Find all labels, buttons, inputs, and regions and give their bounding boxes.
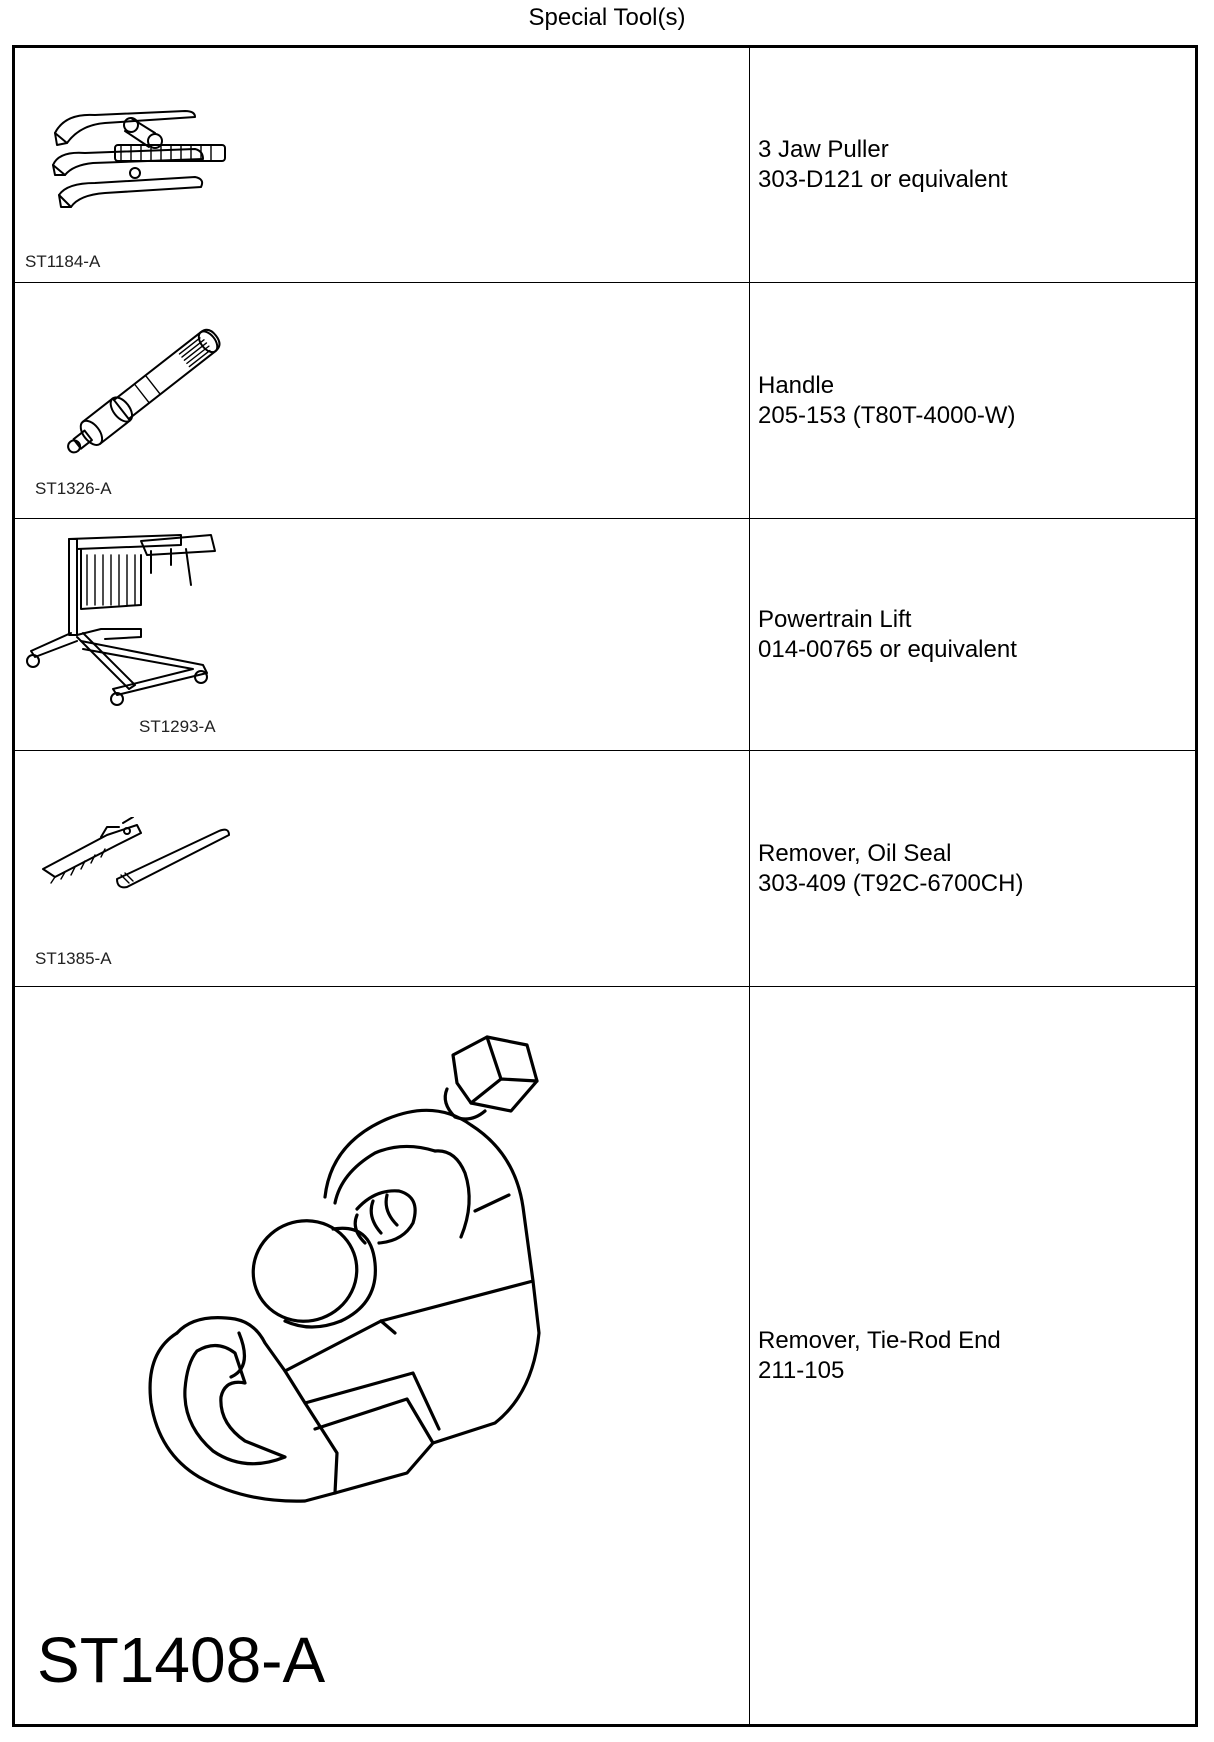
handle-illustration xyxy=(67,328,221,454)
tool-image-cell: ST1408-A xyxy=(13,986,750,1726)
tool-number: 014-00765 or equivalent xyxy=(758,635,1017,663)
table-row: ST1184-A 3 Jaw Puller 303-D121 or equiva… xyxy=(13,46,1197,283)
tool-description-cell: Handle 205-153 (T80T-4000-W) xyxy=(749,282,1197,519)
tool-name: Remover, Tie-Rod End xyxy=(758,1326,1001,1354)
tool-code: ST1385-A xyxy=(35,949,112,968)
table-row: ST1326-A Handle 205-153 (T80T-4000-W) xyxy=(13,282,1197,519)
tie-rod-end-remover-illustration xyxy=(148,1035,541,1503)
tool-name: 3 Jaw Puller xyxy=(758,136,889,163)
tool-image-cell: ST1293-A xyxy=(13,518,750,751)
tool-image-cell: ST1326-A xyxy=(13,282,750,519)
powertrain-lift-illustration xyxy=(26,534,216,706)
tool-code: ST1184-A xyxy=(25,252,101,271)
special-tools-table: ST1184-A 3 Jaw Puller 303-D121 or equiva… xyxy=(12,45,1198,1727)
tool-code: ST1326-A xyxy=(35,479,112,498)
oil-seal-remover-illustration xyxy=(42,817,230,889)
tool-description-cell: Remover, Tie-Rod End 211-105 xyxy=(749,986,1197,1726)
tool-description-cell: Remover, Oil Seal 303-409 (T92C-6700CH) xyxy=(749,750,1197,987)
tool-description-cell: Powertrain Lift 014-00765 or equivalent xyxy=(749,518,1197,751)
tool-image-cell: ST1385-A xyxy=(13,750,750,987)
tool-name: Remover, Oil Seal xyxy=(758,839,952,867)
tool-name: Powertrain Lift xyxy=(758,605,912,633)
table-row: ST1293-A Powertrain Lift 014-00765 or eq… xyxy=(13,518,1197,751)
tool-code: ST1293-A xyxy=(139,717,216,736)
tool-image-cell: ST1184-A xyxy=(13,46,750,283)
tool-code: ST1408-A xyxy=(37,1624,326,1696)
table-row: ST1408-A Remover, Tie-Rod End 211-105 xyxy=(13,986,1197,1726)
tool-name: Handle xyxy=(758,371,835,399)
tool-number: 303-D121 or equivalent xyxy=(758,166,1008,193)
tool-number: 211-105 xyxy=(758,1356,845,1384)
tool-number: 205-153 (T80T-4000-W) xyxy=(758,401,1016,429)
page-title: Special Tool(s) xyxy=(528,4,686,31)
three-jaw-puller-illustration xyxy=(52,110,226,208)
table-row: ST1385-A Remover, Oil Seal 303-409 (T92C… xyxy=(13,750,1197,987)
tool-description-cell: 3 Jaw Puller 303-D121 or equivalent xyxy=(749,46,1197,283)
tool-number: 303-409 (T92C-6700CH) xyxy=(758,869,1024,897)
